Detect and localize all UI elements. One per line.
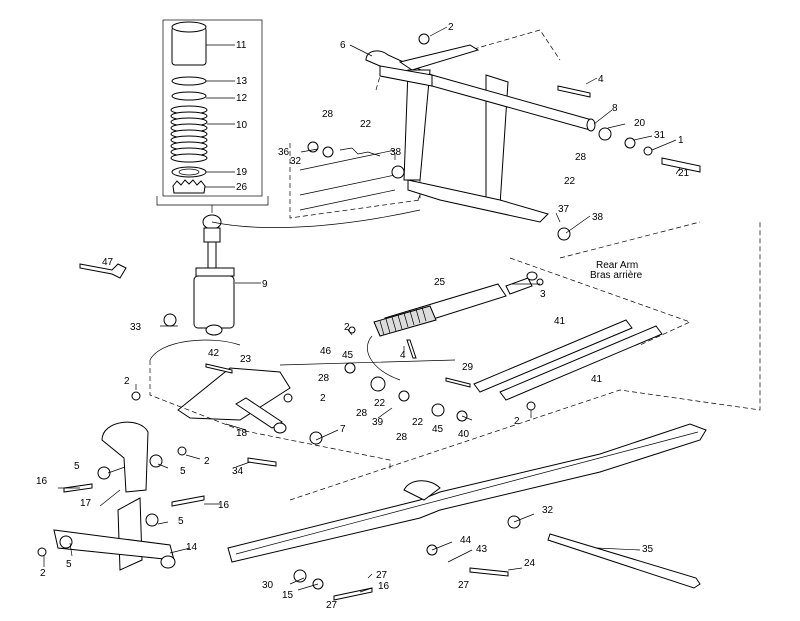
callout-37: 37 [558, 204, 570, 215]
spring-coils [170, 105, 208, 163]
callout-2-mid: 2 [344, 322, 350, 333]
callout-5-d: 5 [66, 559, 72, 570]
spanner-tool [79, 263, 127, 279]
callout-40: 40 [458, 429, 470, 440]
callout-34: 34 [232, 466, 244, 477]
callout-12: 12 [236, 93, 248, 104]
callout-14: 14 [186, 542, 198, 553]
leader-lines [43, 26, 681, 593]
callout-28-c: 28 [318, 373, 330, 384]
upper-arm-frame [289, 29, 596, 223]
callout-2-d: 2 [514, 416, 520, 427]
callout-8: 8 [612, 103, 618, 114]
callout-27-c: 27 [326, 600, 338, 611]
callout-19: 19 [236, 167, 248, 178]
callout-5-a: 5 [74, 461, 80, 472]
lower-arm-bracket [149, 339, 391, 470]
callout-2-g: 2 [40, 568, 46, 579]
callout-16-b: 16 [218, 500, 230, 511]
callout-28-b: 28 [575, 152, 587, 163]
callout-45-a: 45 [342, 350, 354, 361]
callout-10: 10 [236, 120, 248, 131]
spring-kit-inset [156, 19, 269, 213]
callout-28-e: 28 [396, 432, 408, 443]
callout-42: 42 [208, 348, 220, 359]
rear-arm-bars [473, 257, 691, 401]
callout-22-b: 22 [564, 176, 576, 187]
callout-2-e: 2 [124, 376, 130, 387]
callout-29: 29 [462, 362, 474, 373]
callout-28-a: 28 [322, 109, 334, 120]
callout-21: 21 [678, 168, 690, 179]
callout-20: 20 [634, 118, 646, 129]
callout-9: 9 [262, 279, 268, 290]
callout-38-a: 38 [390, 147, 402, 158]
front-shock [193, 214, 235, 336]
callout-3: 3 [540, 289, 546, 300]
callout-18: 18 [236, 428, 248, 439]
callout-7: 7 [340, 424, 346, 435]
callout-31: 31 [654, 130, 666, 141]
callout-numbers: 11 13 12 10 19 26 9 47 33 2 6 4 8 20 31 … [36, 22, 690, 611]
callout-28-d: 28 [356, 408, 368, 419]
callout-26: 26 [236, 182, 248, 193]
callout-30: 30 [262, 580, 274, 591]
callout-22-c: 22 [374, 398, 386, 409]
callout-41-a: 41 [554, 316, 566, 327]
callout-38-b: 38 [592, 212, 604, 223]
callout-13: 13 [236, 76, 248, 87]
callout-2-top: 2 [448, 22, 454, 33]
callout-25: 25 [434, 277, 446, 288]
callout-22-a: 22 [360, 119, 372, 130]
callout-32-b: 32 [542, 505, 554, 516]
callout-46: 46 [320, 346, 332, 357]
callout-27-b: 27 [458, 580, 470, 591]
callout-35: 35 [642, 544, 654, 555]
callout-36: 36 [278, 147, 290, 158]
center-shock [367, 271, 538, 381]
callout-2-f: 2 [204, 456, 210, 467]
rear-arm-label-fr: Bras arrière [590, 270, 643, 281]
callout-11: 11 [236, 40, 247, 51]
rear-arm-label-en: Rear Arm [596, 260, 638, 271]
callout-32-a: 32 [290, 156, 302, 167]
callout-27-a: 27 [376, 570, 388, 581]
callout-5-c: 5 [178, 516, 184, 527]
callout-24: 24 [524, 558, 536, 569]
callout-44: 44 [460, 535, 472, 546]
callout-4-mid: 4 [400, 350, 406, 361]
callout-39: 39 [372, 417, 384, 428]
callout-45-b: 45 [432, 424, 444, 435]
callout-41-b: 41 [591, 374, 603, 385]
ski-leg [53, 421, 176, 571]
callout-22-d: 22 [412, 417, 424, 428]
slide-rail [227, 220, 761, 563]
callout-15: 15 [282, 590, 294, 601]
callout-47: 47 [102, 257, 114, 268]
callout-4-top: 4 [598, 74, 604, 85]
callout-16-a: 16 [36, 476, 48, 487]
callout-33: 33 [130, 322, 142, 333]
callout-17: 17 [80, 498, 92, 509]
callout-5-b: 5 [180, 466, 186, 477]
callout-23: 23 [240, 354, 252, 365]
callout-43: 43 [476, 544, 488, 555]
callout-1: 1 [678, 135, 684, 146]
callout-2-c: 2 [320, 393, 326, 404]
callout-16-c: 16 [378, 581, 390, 592]
callout-6: 6 [340, 40, 346, 51]
hardware-markers [37, 33, 653, 590]
long-bolt [547, 533, 701, 589]
